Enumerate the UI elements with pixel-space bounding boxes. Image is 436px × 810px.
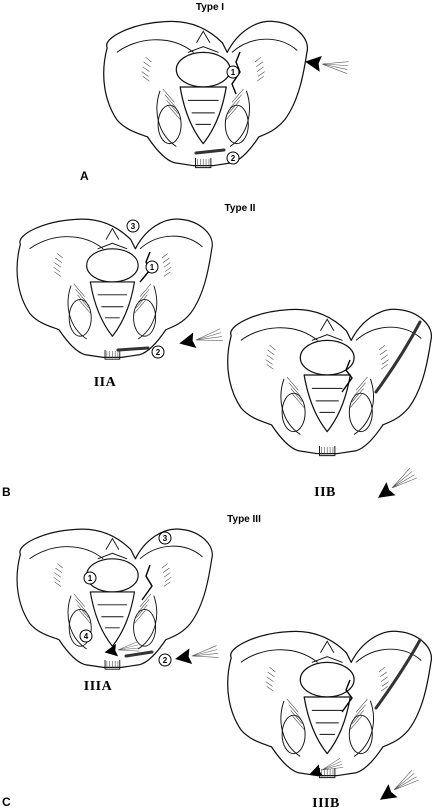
marker-2: 2	[158, 653, 172, 667]
marker-4: 4	[79, 629, 93, 643]
panel-b-title: Type II	[225, 203, 256, 214]
panel-b-letter: B	[2, 485, 11, 499]
displacement-mark-iiib	[374, 638, 422, 710]
svg-text:3: 3	[131, 222, 136, 231]
force-arrow-iiia	[174, 644, 220, 667]
fracture-line-iiib	[341, 679, 353, 713]
subtype-label-iiia: IIIA	[84, 679, 113, 694]
pelvis-type-iiib	[227, 630, 433, 779]
marker-3: 3	[126, 219, 140, 233]
fracture-line-iib	[341, 359, 353, 393]
fracture-line-iiia	[141, 564, 153, 601]
marker-3: 3	[158, 531, 172, 545]
fracture-line	[231, 51, 241, 95]
marker-1: 1	[83, 571, 97, 585]
svg-text:2: 2	[163, 656, 168, 665]
svg-text:3: 3	[163, 534, 168, 543]
svg-text:1: 1	[150, 263, 155, 272]
pelvis-type-i	[103, 20, 309, 169]
marker-2: 2	[151, 345, 165, 359]
pelvis-type-iib	[227, 308, 433, 457]
panel-a: Type I 1 2 A	[80, 2, 350, 183]
svg-text:1: 1	[88, 574, 93, 583]
force-arrow-iia	[178, 327, 224, 351]
marker-2: 2	[226, 151, 240, 165]
subtype-label-iib: IIB	[314, 485, 336, 500]
marker-1: 1	[145, 260, 159, 274]
panel-c: Type III 1 2 3 4 IIIA IIIB C	[2, 514, 433, 810]
svg-text:2: 2	[231, 154, 236, 163]
displacement-mark-iib	[374, 320, 422, 394]
panel-a-letter: A	[80, 169, 89, 183]
panel-c-title: Type III	[227, 514, 261, 525]
svg-text:4: 4	[84, 632, 89, 641]
force-arrow-iib	[374, 466, 418, 504]
displacement-mark	[194, 148, 226, 155]
panel-b: Type II 1 2 3 IIA IIB B	[2, 203, 433, 504]
panel-a-title: Type I	[196, 2, 224, 13]
pelvis-type-iia	[16, 218, 213, 360]
force-arrow-iiib	[376, 768, 420, 806]
svg-text:2: 2	[156, 348, 161, 357]
panel-c-letter: C	[2, 795, 11, 809]
displacement-mark-iiia	[124, 650, 154, 658]
subtype-label-iia: IIA	[94, 375, 117, 390]
displacement-mark-iia	[116, 346, 150, 352]
subtype-label-iiib: IIIB	[312, 796, 340, 810]
force-arrow	[304, 54, 350, 76]
svg-text:1: 1	[231, 68, 236, 77]
marker-1: 1	[226, 65, 240, 79]
